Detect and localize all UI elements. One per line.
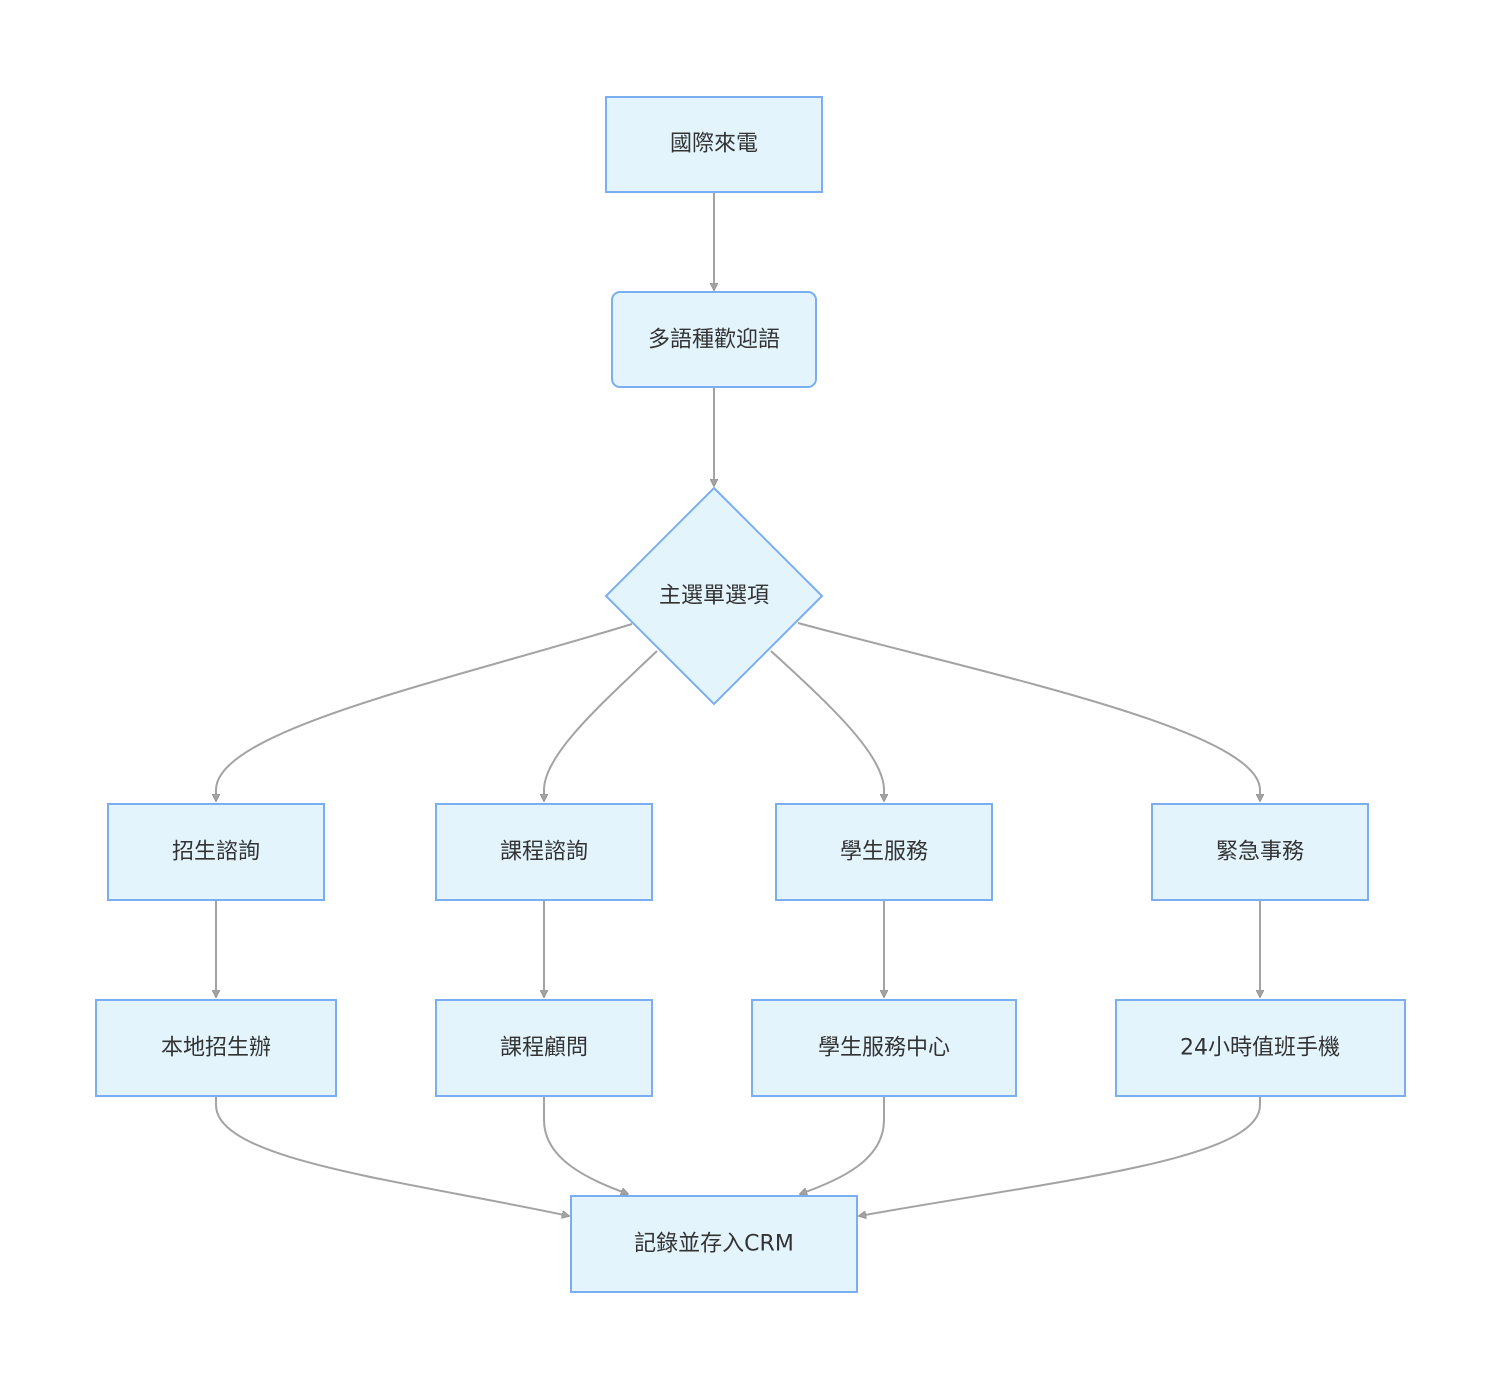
node-emergency: 緊急事務 (1151, 803, 1369, 901)
node-duty-phone: 24小時值班手機 (1115, 999, 1406, 1097)
node-incoming-call: 國際來電 (605, 96, 823, 193)
edge-main-menu-to-course (544, 650, 658, 801)
node-student-center-label: 學生服務中心 (818, 1036, 950, 1061)
node-admissions-label: 招生諮詢 (172, 840, 260, 865)
node-record-crm-label: 記錄並存入CRM (634, 1232, 794, 1257)
node-local-admissions-label: 本地招生辦 (161, 1036, 271, 1061)
node-student-services: 學生服務 (775, 803, 993, 901)
node-course-label: 課程諮詢 (500, 840, 588, 865)
node-student-services-label: 學生服務 (840, 840, 928, 865)
node-incoming-call-label: 國際來電 (670, 132, 758, 157)
edge-student-center-to-record-crm (800, 1097, 885, 1194)
node-welcome-label: 多語種歡迎語 (648, 328, 780, 353)
node-admissions: 招生諮詢 (107, 803, 325, 901)
node-welcome: 多語種歡迎語 (611, 291, 817, 388)
node-course-advisor: 課程顧問 (435, 999, 653, 1097)
node-record-crm: 記錄並存入CRM (570, 1195, 858, 1293)
edge-course-advisor-to-record-crm (543, 1097, 628, 1194)
node-course-advisor-label: 課程顧問 (500, 1036, 588, 1061)
node-emergency-label: 緊急事務 (1216, 840, 1304, 865)
edge-local-admissions-to-record-crm (215, 1097, 569, 1216)
node-main-menu-label: 主選單選項 (659, 584, 769, 609)
edge-main-menu-to-emergency (797, 622, 1260, 801)
node-local-admissions: 本地招生辦 (95, 999, 337, 1097)
edge-main-menu-to-student-services (770, 650, 884, 801)
edge-duty-phone-to-record-crm (859, 1097, 1261, 1216)
edges (216, 193, 1260, 1216)
node-main-menu: 主選單選項 (604, 486, 824, 706)
node-student-center: 學生服務中心 (751, 999, 1017, 1097)
node-duty-phone-label: 24小時值班手機 (1180, 1036, 1340, 1061)
edge-main-menu-to-admissions (216, 623, 633, 801)
node-course: 課程諮詢 (435, 803, 653, 901)
